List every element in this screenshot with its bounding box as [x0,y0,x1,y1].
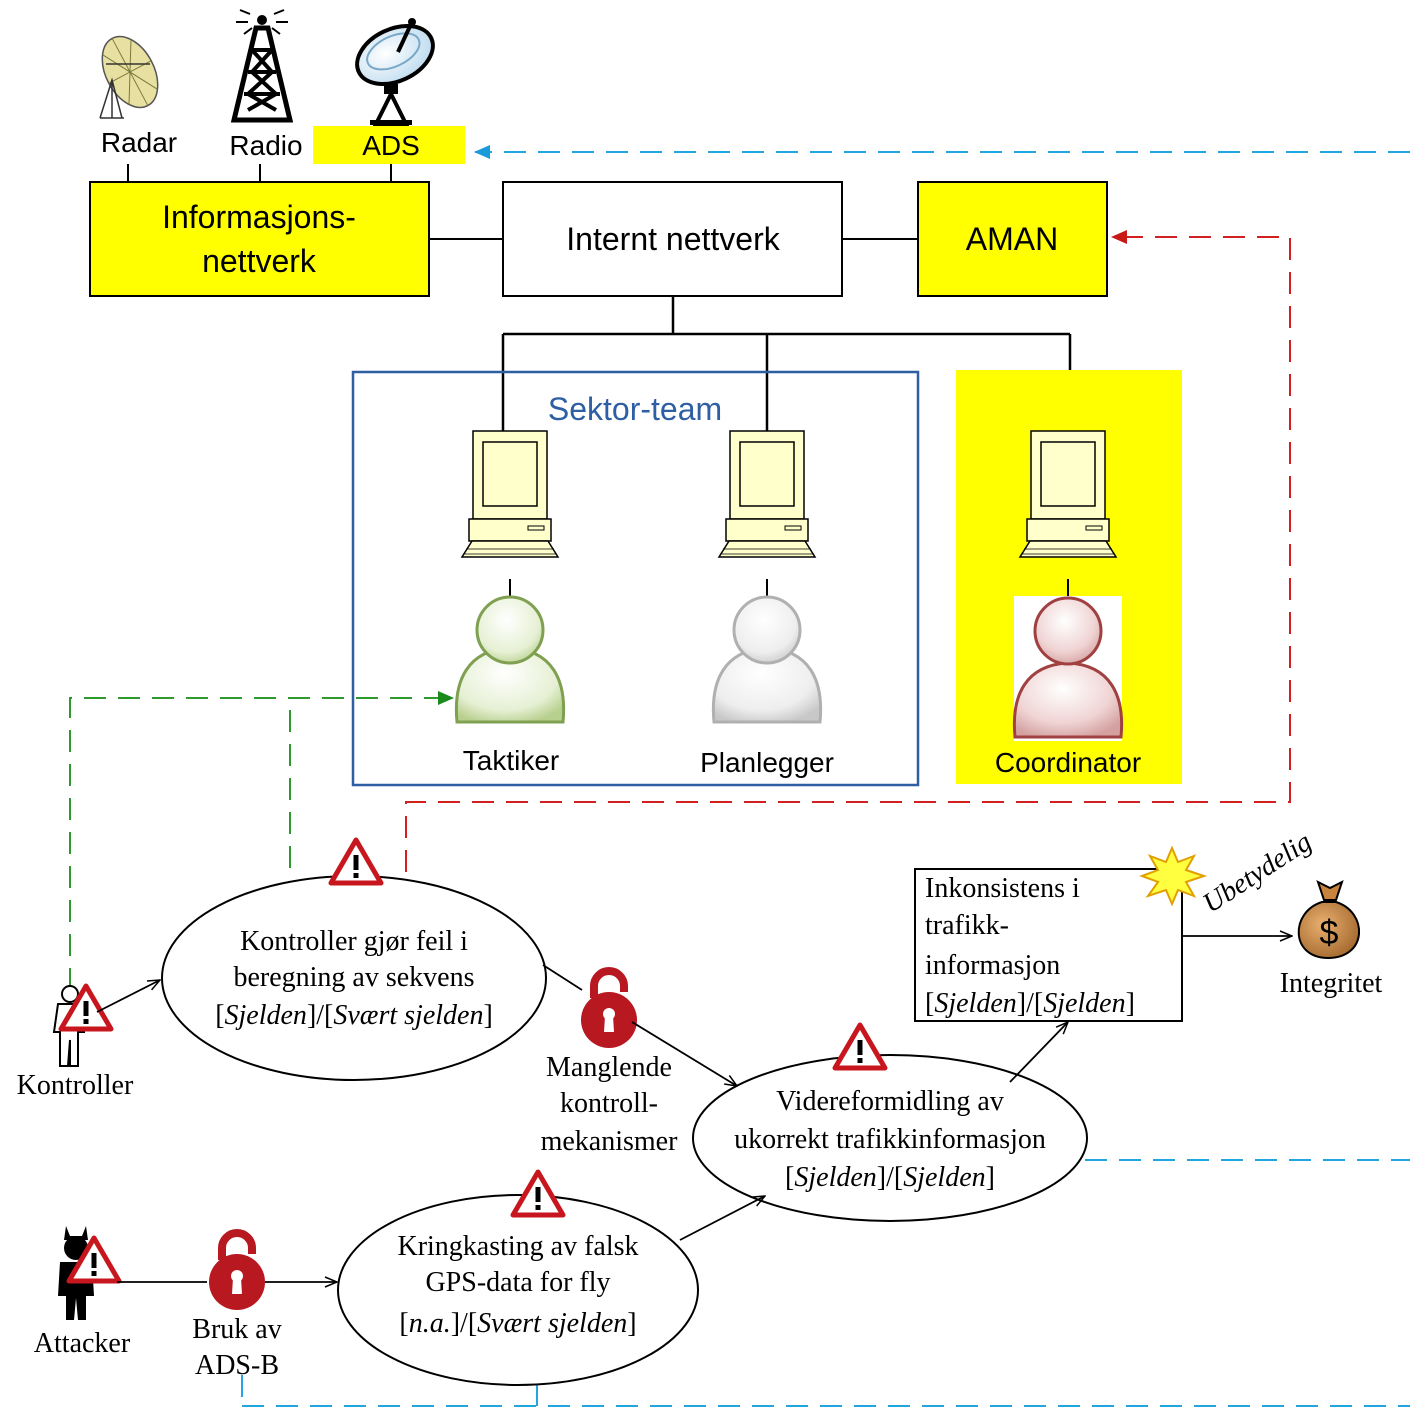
info-network-line1: Informasjons- [162,199,356,235]
arrow-controller-to-scenario1 [96,980,160,1013]
vuln-missing-line3: mekanismer [541,1126,679,1157]
sector-team-box [351,370,920,787]
explosion-icon [1139,845,1208,907]
radar-dish-icon [99,35,159,119]
scenario1-line2: beregning av sekvens [233,962,474,993]
missing-control-lock-icon [581,971,637,1048]
ads-label: ADS [362,130,420,161]
vuln-adsb-line1: Bruk av [192,1314,281,1345]
ads-highlight [313,126,465,164]
scenario-fake-gps-broadcast [337,1194,699,1386]
aman-box [917,181,1108,297]
vuln-missing-line1: Manglende [546,1052,672,1083]
info-network-line2: nettverk [202,243,317,279]
line-scenario1-to-lock [542,964,583,991]
taktiker-person-icon [454,595,566,724]
planlegger-label: Planlegger [700,747,834,778]
aman-label: AMAN [966,221,1058,257]
scenario-relay-incorrect-info [692,1054,1088,1222]
sector-team-title: Sektor-team [548,391,722,427]
incident-line2: trafikk- [925,910,1009,941]
scenario3-line2: GPS-data for fly [425,1267,610,1298]
svg-text:$: $ [1320,914,1339,952]
planlegger-computer-icon [718,430,816,558]
scenario2-line1: Videreformidling av [776,1086,1004,1117]
scenario1-frequency: [Sjelden]/[Svært sjelden] [215,1000,493,1031]
arrow-lock-to-scenario2 [631,1021,737,1086]
scenario2-line2: ukorrekt trafikkinformasjon [734,1124,1046,1155]
internal-network-tree [501,296,1072,432]
internal-network-label: Internt nettverk [566,221,780,257]
taktiker-computer-icon [461,430,559,558]
incident-inconsistency-box [914,868,1183,1022]
red-dashed-to-aman [405,230,1291,872]
scenario2-warning-icon [835,1025,885,1068]
blue-dashed-bottom [241,1375,1410,1408]
consequence-label: Ubetydelig [1197,826,1317,919]
planlegger-person-icon [711,595,823,724]
radio-label: Radio [229,130,302,161]
money-bag-icon: $ [1297,880,1361,960]
internal-network-box [502,181,843,297]
scenario3-warning-icon [513,1172,563,1215]
incident-frequency: [Sjelden]/[Sjelden] [925,988,1135,1019]
incident-line1: Inkonsistens i [925,873,1080,904]
coordinator-computer-icon [1019,430,1117,558]
asset-label: Integritet [1280,968,1383,999]
taktiker-label: Taktiker [463,745,559,776]
controller-label: Kontroller [17,1070,134,1101]
scenario3-line1: Kringkasting av falsk [397,1231,638,1262]
arrow-scenario3-to-scenario2 [679,1196,765,1241]
coordinator-person-icon [1012,596,1124,741]
scenario3-frequency: [n.a.]/[Svært sjelden] [399,1308,636,1339]
scenario1-line1: Kontroller gjør feil i [240,926,468,957]
satellite-dish-icon [355,18,435,126]
vuln-missing-line2: kontroll- [560,1088,658,1119]
green-dashed-to-taktiker [69,691,454,990]
adsb-lock-icon [209,1233,265,1310]
radar-label: Radar [101,127,177,158]
coordinator-label: Coordinator [995,747,1141,778]
arrow-scenario2-to-incident [1009,1022,1068,1083]
scenario2-frequency: [Sjelden]/[Sjelden] [785,1162,995,1193]
vuln-adsb-line2: ADS-B [195,1350,279,1381]
radio-tower-icon [230,9,294,123]
attacker-label: Attacker [34,1328,131,1359]
computer-person-links [509,579,1069,598]
sensor-connectors [127,164,392,182]
scenario1-warning-icon [331,840,381,883]
incident-line3: informasjon [925,950,1060,981]
